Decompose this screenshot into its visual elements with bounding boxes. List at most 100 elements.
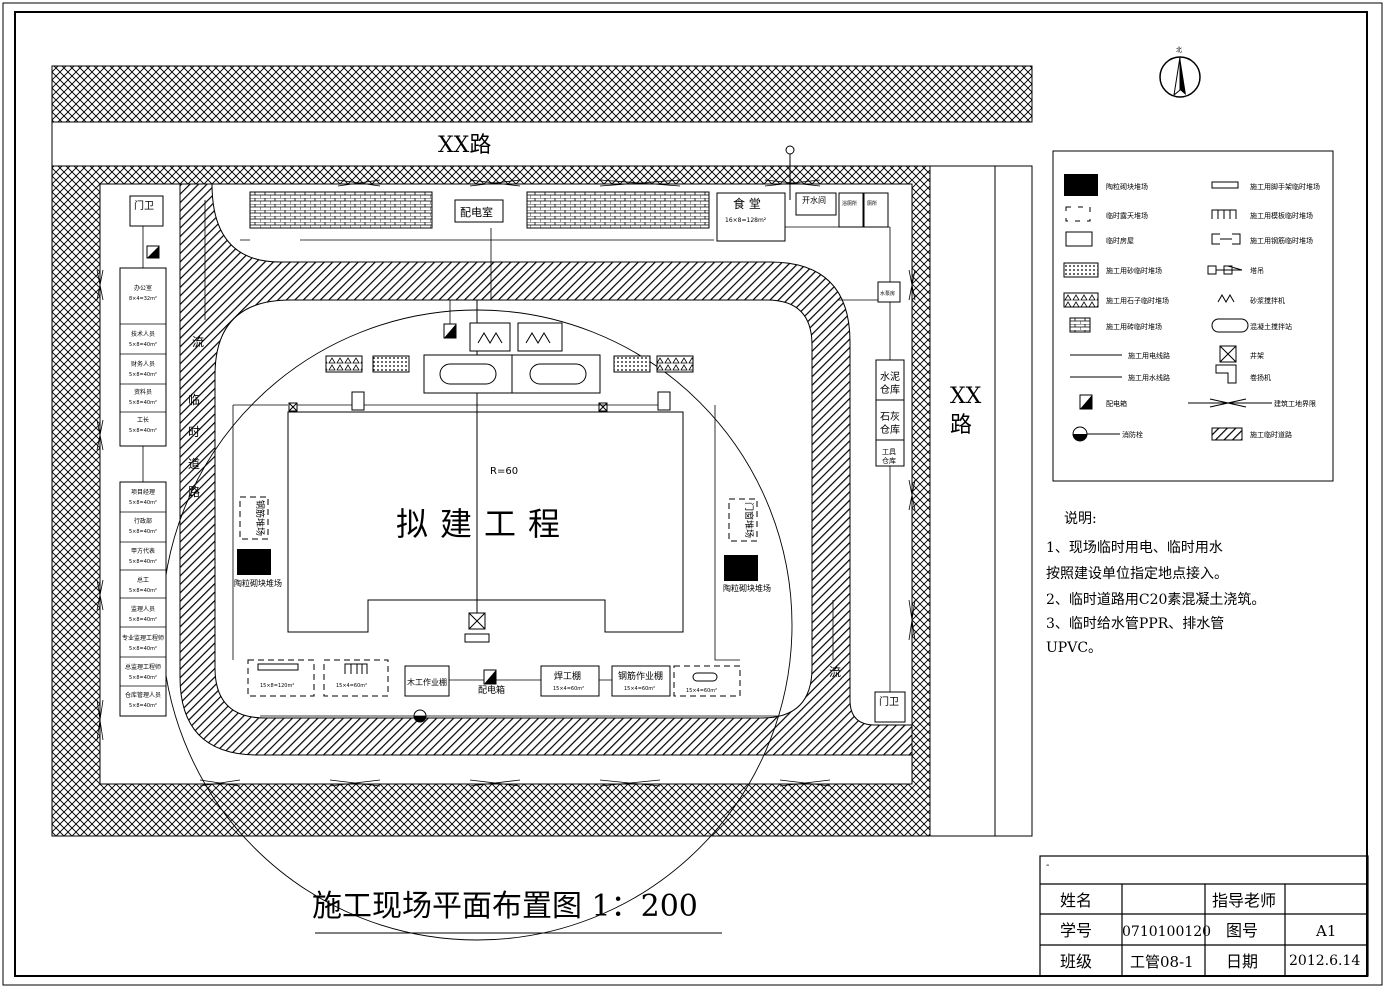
office-lower-area-6: 5×8=40m²: [129, 675, 157, 681]
cement-store-label-1: 水泥: [880, 370, 900, 383]
left-rebar-yard-label: 钢筋堆场: [254, 500, 266, 536]
ceramsite-right-label: 陶粒砌块堆场: [723, 583, 771, 593]
gravel-yard-right: [656, 355, 694, 373]
formwork-icon: [1211, 209, 1237, 219]
id-value: 0710100120: [1122, 924, 1211, 940]
right-form-yard: [728, 498, 758, 542]
legend-label-3: 施工用模板临时堆场: [1250, 211, 1313, 220]
hydrant-icon: [1072, 426, 1120, 442]
top-left-brick-yard: [249, 191, 433, 229]
office-lower-area-5: 5×8=40m²: [129, 646, 157, 652]
office-lower-name-0: 项目经理: [131, 488, 155, 496]
office-name-4: 工长: [137, 416, 149, 424]
ceramsite-left-label: 陶粒砌块堆场: [234, 578, 282, 588]
welding-area: 15×4=60m²: [553, 686, 584, 692]
main-building-outline: [287, 411, 684, 633]
notes-line-2: 按照建设单位指定地点接入。: [1046, 565, 1228, 582]
guard-top-label: 门卫: [134, 199, 154, 212]
main-building-label: 拟建工程: [396, 505, 572, 543]
canteen-box: [716, 192, 786, 242]
legend-label-5: 施工用钢筋临时堆场: [1250, 236, 1313, 245]
tool-store-label-2: 仓库: [882, 456, 896, 465]
cement-store-label-2: 仓库: [880, 383, 900, 396]
canteen-label: 食 堂: [733, 196, 761, 211]
boundary-icon: [1188, 398, 1272, 408]
temp-road-icon: [1211, 427, 1243, 441]
flow-left-label: 流: [192, 335, 204, 349]
north-label: 北: [1176, 46, 1182, 54]
legend-label-10: 施工用砖临时堆场: [1106, 322, 1162, 331]
class-value: 工管08-1: [1130, 953, 1194, 971]
office-area-4: 5×8=40m²: [129, 428, 157, 434]
carpentry-shed: [404, 665, 450, 697]
legend-label-8: 施工用石子临时堆场: [1106, 296, 1169, 305]
mortar-mixer-right: [517, 322, 563, 352]
scaffold-area: 15×8=120m²: [260, 683, 294, 689]
office-name-0: 办公室: [134, 284, 152, 292]
welding-label: 焊工棚: [554, 670, 581, 682]
tower-crane-icon: [1207, 265, 1243, 275]
date-value: 2012.6.14: [1289, 953, 1360, 969]
drawing-title: 施工现场平面布置图 1：200: [312, 889, 698, 924]
open-yard-icon: [1065, 206, 1091, 222]
legend-label-7: 塔吊: [1250, 266, 1264, 275]
advisor-label: 指导老师: [1212, 891, 1276, 910]
ceramsite-block-icon: [1064, 174, 1098, 196]
right-road-label-2: 路: [950, 413, 972, 438]
gravel-yard-left: [325, 355, 363, 373]
office-lower-name-2: 甲方代表: [131, 547, 155, 555]
office-lower-name-3: 总工: [137, 576, 149, 584]
pipe-area: 15×4=60m²: [686, 688, 717, 694]
office-lower-area-0: 5×8=40m²: [129, 500, 157, 506]
title-block-grid: [1039, 855, 1369, 977]
rebar-shed: [611, 665, 671, 697]
office-lower-name-4: 监理人员: [131, 605, 155, 613]
drawing-no-label: 图号: [1226, 921, 1258, 940]
office-lower-name-6: 总监理工程师: [125, 663, 161, 671]
office-lower-area-1: 5×8=40m²: [129, 529, 157, 535]
top-right-brick-yard: [526, 191, 710, 229]
toilet-label: 厕所: [867, 200, 877, 207]
office-area-3: 5×8=40m²: [129, 400, 157, 406]
office-labels: 办公室8×4=32m²技术人员5×8=40m²财务人员5×8=40m²资料员5×…: [122, 284, 164, 709]
hoist-icon: [1215, 364, 1237, 384]
legend-label-0: 陶粒砌块堆场: [1106, 182, 1148, 191]
office-area-2: 5×8=40m²: [129, 372, 157, 378]
temp-road-char-2: 时: [188, 425, 200, 439]
office-lower-name-1: 行政部: [134, 517, 152, 525]
lime-store-label-2: 仓库: [880, 423, 900, 436]
rebar-shed-label: 钢筋作业棚: [618, 670, 663, 682]
legend-label-17: 建筑工地界限: [1274, 399, 1316, 408]
canteen-area: 16×8=128m²: [725, 217, 767, 224]
rebar-icon: [1211, 233, 1241, 245]
notes-line-1: 1、现场临时用电、临时用水: [1046, 540, 1223, 556]
legend-label-9: 砂浆搅拌机: [1250, 296, 1285, 305]
legend-frame: [1052, 150, 1334, 482]
welding-shed: [540, 665, 600, 697]
ceramsite-left-block: [237, 549, 271, 575]
office-name-2: 财务人员: [131, 360, 155, 368]
concrete-station-icon: [1211, 318, 1249, 333]
title-block-top-mark: -: [1046, 860, 1049, 871]
office-lower-area-3: 5×8=40m²: [129, 588, 157, 594]
legend-rows: 陶粒砌块堆场施工用脚手架临时堆场临时露天堆场施工用模板临时堆场临时房屋施工用钢筋…: [1063, 174, 1320, 442]
mortar-mixer-icon: [1217, 293, 1235, 304]
power-room-label: 配电室: [460, 205, 493, 219]
right-road-label-1: XX: [950, 384, 982, 409]
right-road-strip: [994, 165, 1033, 837]
bath-room-label: 浴厕所: [842, 200, 857, 207]
ceramsite-right-block: [724, 555, 758, 581]
office-lower-area-7: 5×8=40m²: [129, 703, 157, 709]
id-label: 学号: [1060, 921, 1092, 940]
legend-label-15: 卷扬机: [1250, 373, 1271, 382]
legend-label-12: 施工用电线路: [1128, 351, 1170, 360]
top-road-label: XX路: [438, 133, 491, 158]
name-label: 姓名: [1060, 891, 1092, 910]
guard-bottom-label: 门卫: [879, 695, 899, 708]
temp-ring-road: [179, 183, 913, 756]
legend-label-6: 施工用砂临时堆场: [1106, 266, 1162, 275]
sand-icon: [1063, 262, 1099, 278]
left-rebar-yard: [239, 496, 269, 540]
office-lower-name-7: 仓库管理人员: [125, 691, 161, 699]
